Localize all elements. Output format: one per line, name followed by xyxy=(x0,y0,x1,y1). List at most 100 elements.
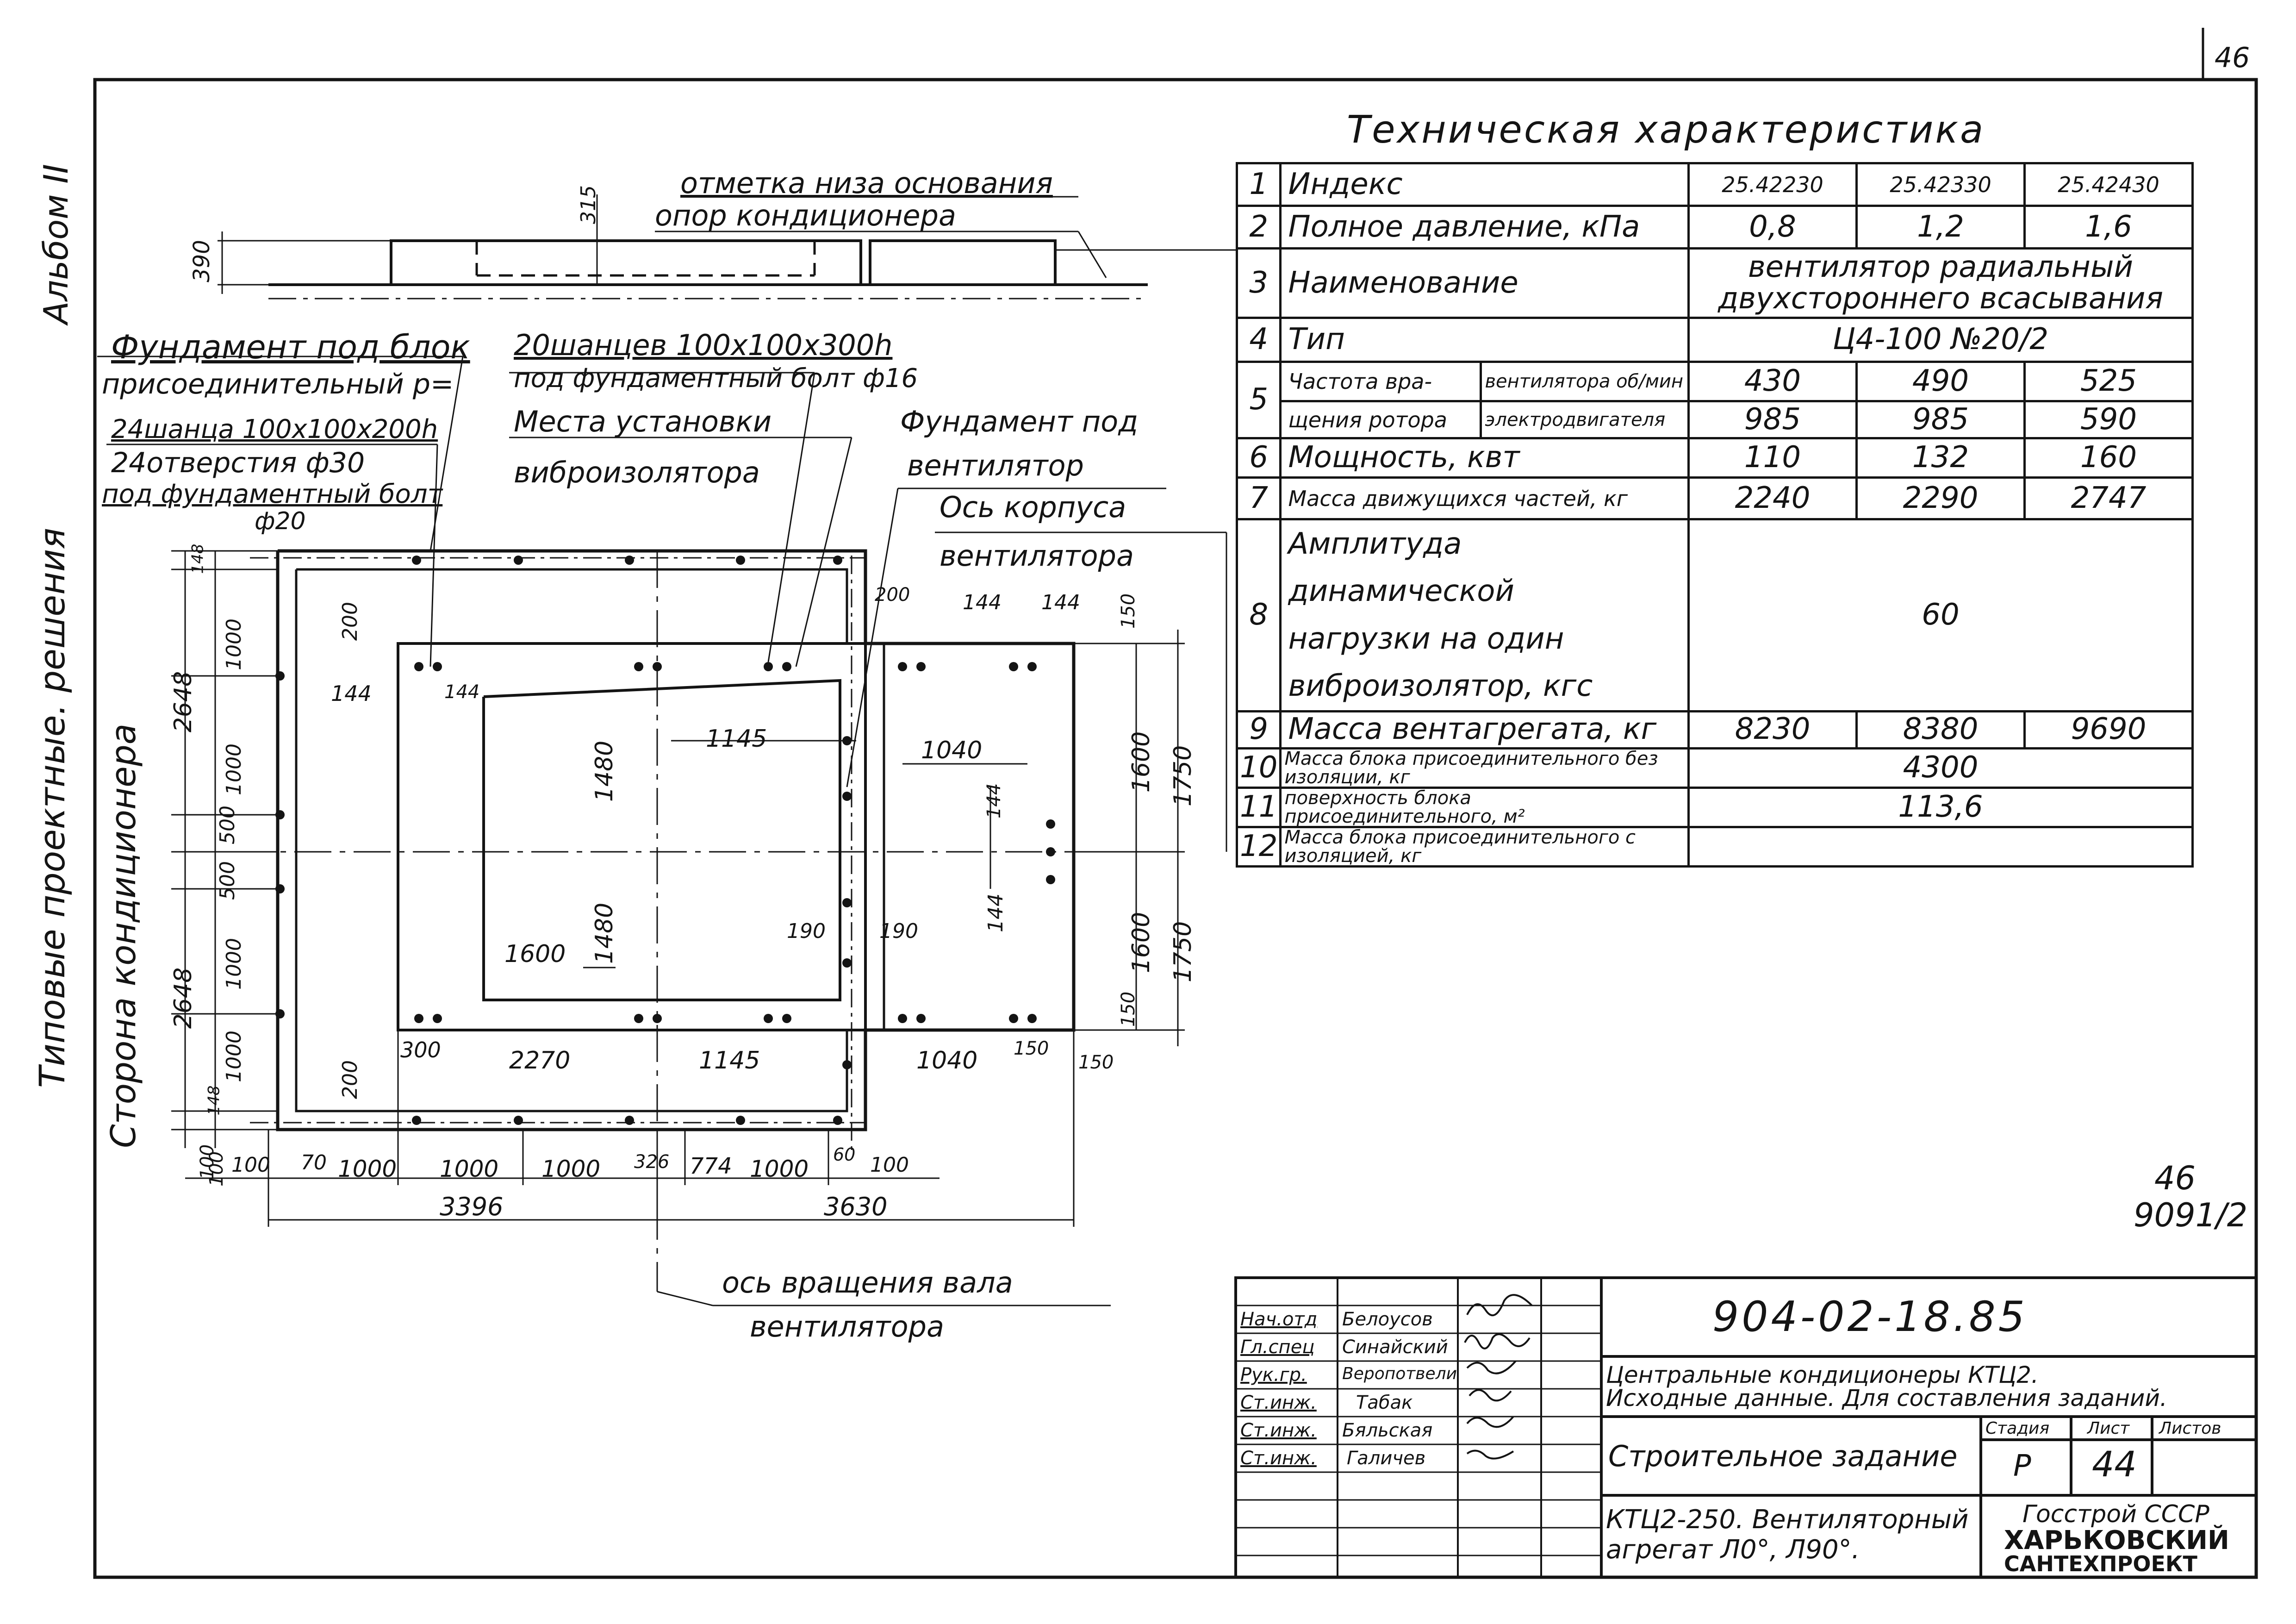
dim-1145-b: 1145 xyxy=(699,1047,760,1074)
dim-144-c: 144 xyxy=(963,591,1002,614)
signature-mark-2 xyxy=(1464,1333,1531,1349)
dim-144-e: 144 xyxy=(983,783,1005,819)
dim-200-b: 200 xyxy=(338,1060,362,1099)
dim-bottom-3630: 3630 xyxy=(824,1192,888,1221)
label-base-mark-1: отметка низа основания xyxy=(680,166,1053,200)
row-name: Масса блока присоединительного с изоляци… xyxy=(1279,825,1690,868)
dim-1145-a: 1145 xyxy=(706,725,767,753)
dim-bottom-1000-a: 1000 xyxy=(338,1156,397,1182)
label-20-shancev-1: 20шанцев 100х100х300h xyxy=(514,328,893,362)
dim-1040-a: 1040 xyxy=(921,737,983,764)
dim-500-a: 500 xyxy=(215,806,239,844)
person-name-6: Галичев xyxy=(1347,1448,1426,1469)
page-title: Техническая характеристика xyxy=(1347,108,1985,152)
person-role-5: Ст.инж. xyxy=(1240,1420,1317,1441)
fan-name-line1: вентилятор радиальный xyxy=(1748,250,2134,285)
label-axis-body-1: Ось корпуса xyxy=(940,490,1126,524)
dim-148-top: 148 xyxy=(188,543,207,574)
spec-row-5a: 5 Частота вра- вентилятора об/мин 430 49… xyxy=(1235,361,2194,439)
side-album: Альбом II xyxy=(37,164,75,324)
dim-bottom-60: 60 xyxy=(833,1144,856,1165)
pressure-2: 1,2 xyxy=(1855,205,2026,250)
person-name-3: Веропотвели xyxy=(1342,1364,1457,1383)
subject-1: КТЦ2-250. Вентиляторный xyxy=(1606,1505,1969,1535)
page-marker: 46 xyxy=(2215,42,2250,74)
org-3: САНТЕХПРОЕКТ xyxy=(2004,1551,2197,1576)
fan-name-line2: двухстороннего всасывания xyxy=(1717,281,2164,316)
dim-bottom-100-b: 100 xyxy=(231,1153,270,1177)
label-fund-fan-1: Фундамент под xyxy=(900,405,1139,438)
label-fund-block-6: ф20 xyxy=(255,507,306,535)
dim-144-a: 144 xyxy=(331,681,372,706)
doc-desc-1: Центральные кондиционеры КТЦ2. xyxy=(1606,1362,2039,1388)
label-axis-body-2: вентилятора xyxy=(940,539,1134,573)
spec-row-4: 4 Тип Ц4-100 №20/2 xyxy=(1235,317,2194,363)
dim-390: 390 xyxy=(188,240,215,282)
row-name: Наименование xyxy=(1279,247,1690,319)
stage-value: Р xyxy=(2013,1449,2031,1483)
person-role-1: Нач.отд xyxy=(1240,1309,1318,1330)
row-name: поверхность блока присоединительного, м² xyxy=(1279,786,1690,828)
dim-144-d: 144 xyxy=(1041,591,1080,614)
row-name-line3: виброизолятор, кгс xyxy=(1288,669,1593,704)
dim-2648-top: 2648 xyxy=(169,671,198,733)
doc-desc-2: Исходные данные. Для составления заданий… xyxy=(1606,1385,2167,1412)
row-name: Масса блока присоединительного без изоля… xyxy=(1279,747,1690,789)
signature-mark-5 xyxy=(1466,1416,1514,1428)
row-name-line2: щения ротора xyxy=(1279,400,1482,439)
dim-2648-bottom: 2648 xyxy=(169,967,198,1029)
subject-2: агрегат Л0°, Л90°. xyxy=(1606,1535,1860,1565)
sheet-value: 44 xyxy=(2092,1443,2137,1485)
task-name: Строительное задание xyxy=(1608,1439,1958,1473)
side-series: Типовые проектные. решения xyxy=(31,528,73,1088)
block-surface: 113,6 xyxy=(1687,786,2194,828)
dim-bottom-70: 70 xyxy=(301,1151,327,1174)
rpm-fan-1: 430 xyxy=(1687,361,1858,402)
spec-row-8: 8 Амплитуда динамической нагрузки на оди… xyxy=(1235,518,2194,712)
label-fund-block-1: Фундамент под блок xyxy=(111,328,470,366)
row-number: 6 xyxy=(1235,437,1282,479)
label-places-2: виброизолятора xyxy=(514,456,760,489)
row-name-cell: Амплитуда динамической нагрузки на один … xyxy=(1279,518,1690,712)
label-side-conditioner: Сторона кондиционера xyxy=(104,723,143,1148)
row-sub-fan: вентилятора об/мин xyxy=(1480,361,1690,402)
dim-1750-a: 1750 xyxy=(1169,745,1197,807)
dim-bottom-774: 774 xyxy=(690,1153,732,1179)
spec-row-3: 3 Наименование вентилятор радиальный дву… xyxy=(1235,247,2194,319)
dim-300: 300 xyxy=(400,1037,441,1062)
row-number: 3 xyxy=(1235,247,1282,319)
dim-144-f: 144 xyxy=(983,893,1008,932)
dim-200-c: 200 xyxy=(875,584,910,606)
rpm-fan-2: 490 xyxy=(1855,361,2026,402)
row-number: 5 xyxy=(1235,361,1282,439)
dim-190-a: 190 xyxy=(787,919,826,943)
spec-row-5b: щения ротора электродвигателя 985 985 59… xyxy=(1237,400,2194,439)
row-number: 7 xyxy=(1235,476,1282,520)
dim-1600-b: 1600 xyxy=(1127,912,1156,974)
unit-mass-2: 8380 xyxy=(1855,710,2026,750)
label-fund-block-5: под фундаментный болт xyxy=(102,479,443,509)
row-number: 8 xyxy=(1235,518,1282,712)
doc-code: 904-02-18.85 xyxy=(1712,1293,2028,1341)
dim-150-a: 150 xyxy=(1118,593,1139,629)
row-number: 1 xyxy=(1235,162,1282,207)
person-name-2: Синайский xyxy=(1342,1337,1448,1358)
dim-1000-a: 1000 xyxy=(222,618,246,670)
row-name-line1: Амплитуда динамической xyxy=(1288,527,1514,609)
rpm-motor-1: 985 xyxy=(1687,400,1858,439)
dim-1000-b: 1000 xyxy=(222,743,246,795)
signature-mark-3 xyxy=(1466,1360,1517,1374)
spec-row-7: 7 Масса движущихся частей, кг 2240 2290 … xyxy=(1235,476,2194,520)
label-base-mark-2: опор кондиционера xyxy=(655,199,956,232)
stage-header: Стадия xyxy=(1985,1419,2050,1438)
fan-name-cell: вентилятор радиальный двухстороннего вса… xyxy=(1687,247,2194,319)
label-fund-fan-2: вентилятор xyxy=(907,449,1084,482)
org-1: Госстрой СССР xyxy=(2022,1500,2209,1528)
row-name: Мощность, квт xyxy=(1279,437,1690,479)
corner-note-top: 46 xyxy=(2154,1159,2196,1197)
moving-mass-1: 2240 xyxy=(1687,476,1858,520)
row-number: 10 xyxy=(1235,747,1282,789)
dim-150-b: 150 xyxy=(1118,991,1139,1027)
person-name-4: Табак xyxy=(1356,1392,1413,1413)
unit-mass-1: 8230 xyxy=(1687,710,1858,750)
